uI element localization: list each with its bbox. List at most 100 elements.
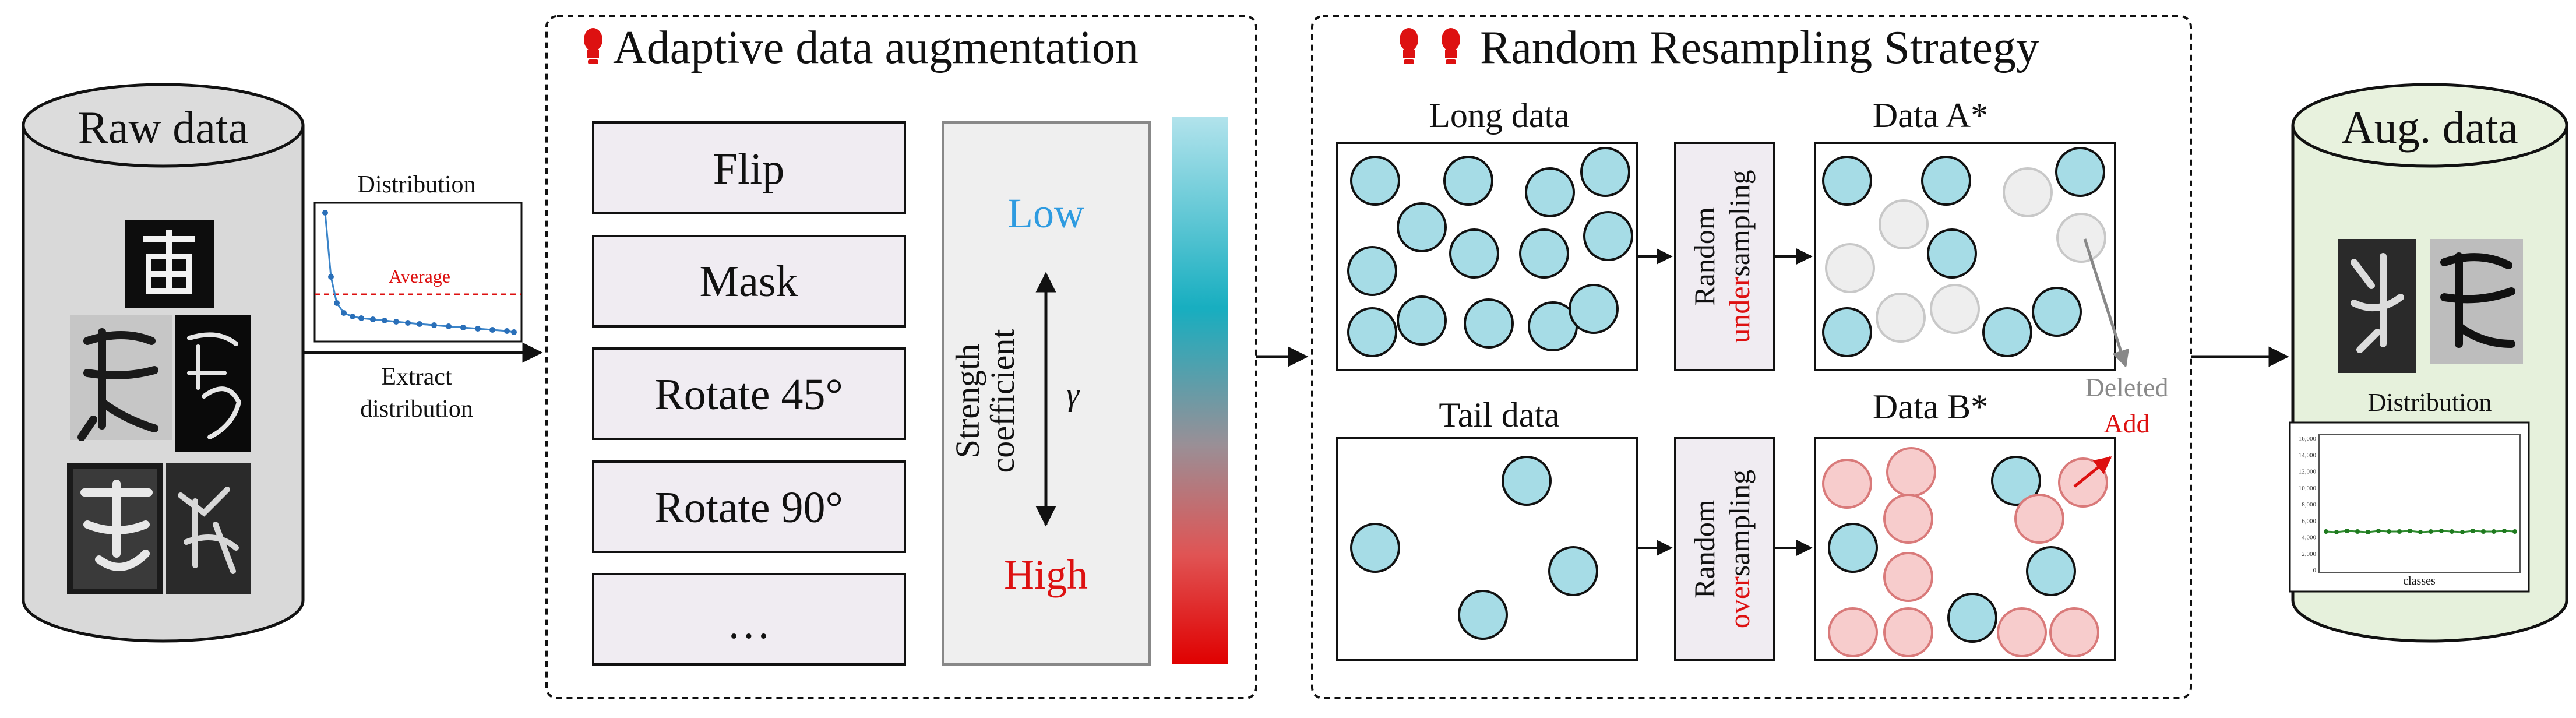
tail-data-sample: [1350, 523, 1400, 573]
strength-panel: Low High Strength coefficient γ: [942, 121, 1151, 666]
aug-glyph-image-1: [2338, 239, 2416, 373]
aug-data-title: Aug. data: [2341, 102, 2518, 153]
long-data-sample: [1449, 228, 1499, 279]
aug-glyph-image-2: [2430, 239, 2523, 364]
oversampling-box: Random oversampling: [1674, 437, 1775, 661]
aug-distribution-plot: 02,0004,0006,0008,00010,00012,00014,0001…: [2289, 421, 2530, 593]
data-a-deleted-sample: [2003, 167, 2053, 217]
data-a-label: Data A*: [1873, 96, 1988, 135]
op-rotate-90-label: Rotate 90°: [654, 483, 843, 532]
tail-data-sample: [1502, 456, 1552, 506]
data-b-original-sample: [1991, 456, 2041, 506]
add-arrow: [2073, 456, 2112, 488]
raw-distribution-plot: Distribution Average: [313, 171, 523, 343]
data-b-original-sample: [2026, 546, 2076, 596]
oversampling-highlight: over: [1723, 576, 1756, 628]
long-data-sample: [1347, 246, 1397, 296]
aug-tick-label: 2,000: [2302, 551, 2316, 558]
data-b-original-sample: [1828, 523, 1878, 573]
long-data-sample: [1397, 295, 1447, 346]
data-b-label: Data B*: [1873, 388, 1988, 426]
aug-tick-label: 4,000: [2302, 534, 2316, 541]
aug-tick-label: 10,000: [2299, 485, 2317, 492]
data-a-deleted-sample: [1876, 293, 1926, 343]
deleted-label: Deleted: [2085, 372, 2168, 402]
data-a-kept-sample: [1921, 156, 1971, 206]
undersampling-highlight: under: [1723, 276, 1756, 343]
distribution-points: [322, 210, 517, 335]
op-mask-label: Mask: [700, 257, 798, 306]
lightbulb-icon: [1400, 28, 1418, 64]
strength-label-1: Strength: [949, 344, 986, 459]
op-flip: Flip: [592, 121, 906, 214]
long-data-sample: [1464, 298, 1514, 349]
op-rotate-45: Rotate 45°: [592, 347, 906, 440]
data-a-deleted-sample: [1879, 199, 1929, 249]
data-a-kept-sample: [1927, 228, 1977, 279]
op-mask: Mask: [592, 235, 906, 328]
aug-tick-labels: 02,0004,0006,0008,00010,00012,00014,0001…: [2299, 435, 2317, 574]
data-a-deleted-sample: [2056, 213, 2106, 263]
op-ellipsis: …: [592, 573, 906, 666]
augmentation-ops: Flip Mask Rotate 45° Rotate 90° …: [592, 121, 906, 666]
aug-tick-label: 14,000: [2299, 452, 2317, 459]
data-a-deleted-sample: [1930, 284, 1980, 334]
long-data-sample: [1350, 156, 1400, 206]
undersampling-label: Random: [1688, 207, 1721, 306]
low-label: Low: [1007, 190, 1084, 237]
gamma-symbol: γ: [1066, 376, 1080, 413]
glyph-image-3: [175, 315, 251, 452]
adaptive-title: Adaptive data augmentation: [613, 22, 1139, 73]
aug-distribution-label: Distribution: [2368, 388, 2492, 417]
glyph-image-4: [67, 463, 163, 594]
lightbulb-icon: [584, 28, 602, 64]
data-b-added-sample: [1883, 607, 1933, 657]
long-data-sample: [1519, 228, 1569, 279]
average-label: Average: [389, 266, 450, 287]
long-data-sample: [1347, 307, 1397, 357]
long-data-sample: [1583, 211, 1633, 261]
data-a-kept-sample: [1822, 307, 1872, 357]
add-label: Add: [2103, 409, 2149, 438]
aug-tick-label: 8,000: [2302, 501, 2316, 508]
long-data-sample: [1569, 284, 1619, 334]
long-data-sample: [1580, 147, 1630, 197]
op-ellipsis-label: …: [727, 599, 771, 648]
aug-xlabel: classes: [2403, 575, 2436, 587]
raw-glyph-images: [67, 220, 251, 594]
extract-label-1: Extract: [381, 364, 452, 390]
raw-data-title: Raw data: [78, 102, 248, 153]
data-a-kept-sample: [1822, 156, 1872, 206]
glyph-image-2: [70, 315, 172, 441]
long-data-sample: [1397, 202, 1447, 252]
deleted-arrow: [2083, 238, 2130, 368]
data-a-kept-sample: [2055, 147, 2105, 197]
sample-circles: [1347, 147, 2108, 657]
lightbulb-icon: [1442, 28, 1460, 64]
extract-label-2: distribution: [360, 396, 473, 423]
data-b-original-sample: [1947, 593, 1997, 643]
op-rotate-45-label: Rotate 45°: [654, 370, 843, 419]
undersampling-box: Random undersampling: [1674, 142, 1775, 371]
glyph-image-1: [125, 220, 214, 308]
data-b-added-sample: [2049, 607, 2099, 657]
aug-tick-label: 0: [2313, 567, 2317, 574]
data-a-kept-sample: [2032, 287, 2082, 337]
tail-data-label: Tail data: [1439, 396, 1559, 434]
data-b-added-sample: [1883, 552, 1933, 602]
resampling-title: Random Resampling Strategy: [1480, 22, 2039, 73]
resampling-panel: Random Resampling Strategy Long data Dat…: [1311, 15, 2192, 699]
undersampling-suffix: sampling: [1723, 170, 1756, 276]
high-label: High: [1004, 551, 1088, 598]
aug-tick-label: 6,000: [2302, 518, 2316, 525]
strength-label-2: coefficient: [984, 329, 1021, 473]
long-data-sample: [1525, 167, 1575, 217]
data-b-added-sample: [2014, 494, 2064, 544]
oversampling-suffix: sampling: [1723, 470, 1756, 576]
oversampling-label: Random: [1688, 499, 1721, 599]
data-b-added-sample: [1883, 494, 1933, 544]
strength-gradient-bar: [1172, 117, 1228, 664]
tail-data-sample: [1548, 546, 1598, 596]
